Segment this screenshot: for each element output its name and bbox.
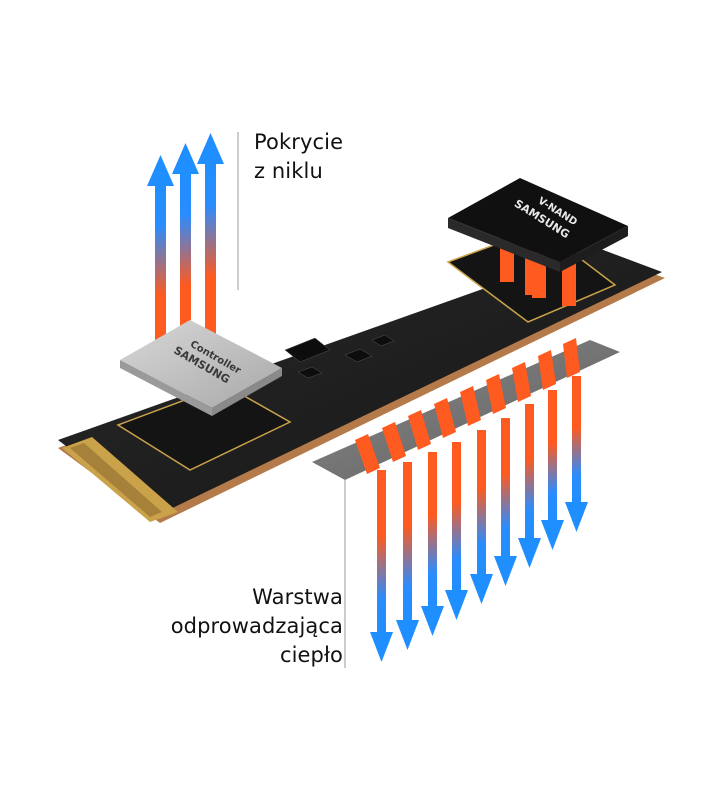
down-arrow bbox=[396, 462, 419, 650]
down-arrow bbox=[470, 430, 493, 604]
up-arrow bbox=[147, 155, 174, 357]
label-line: odprowadzająca bbox=[170, 614, 343, 638]
nickel-controller: SAMSUNG Controller bbox=[120, 320, 282, 416]
nickel-coating-label: Pokrycie z niklu bbox=[254, 128, 343, 186]
label-line: Warstwa bbox=[252, 585, 343, 609]
heat-arrows-down bbox=[370, 376, 588, 662]
down-arrow bbox=[494, 418, 517, 586]
label-line: ciepło bbox=[279, 643, 343, 667]
heat-fins bbox=[355, 338, 580, 474]
label-line: Pokrycie bbox=[254, 130, 344, 154]
nand-chip: SAMSUNG V-NAND bbox=[448, 178, 628, 272]
down-arrow bbox=[370, 470, 393, 662]
up-arrow bbox=[172, 143, 199, 348]
down-arrow bbox=[445, 442, 468, 620]
down-arrow bbox=[541, 390, 564, 550]
up-arrow bbox=[197, 133, 224, 340]
label-line: z niklu bbox=[254, 159, 323, 183]
heat-arrows-up bbox=[147, 133, 224, 357]
down-arrow bbox=[421, 452, 444, 636]
m2-connector bbox=[62, 437, 178, 522]
heat-spreader-label: Warstwa odprowadzająca ciepło bbox=[171, 583, 343, 670]
board-components bbox=[284, 334, 395, 379]
down-arrow bbox=[518, 404, 541, 568]
down-arrow bbox=[565, 376, 588, 532]
